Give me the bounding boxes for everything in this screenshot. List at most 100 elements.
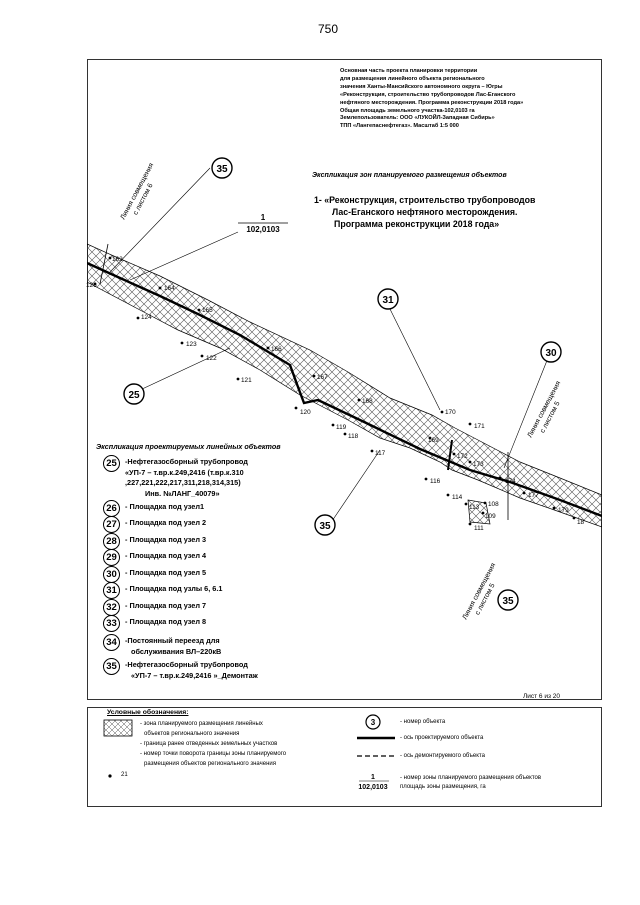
title-line: значения Ханты-Мансийского автономного о…	[340, 83, 503, 90]
object-description: - Площадка под узел 3	[125, 535, 207, 544]
point-label: 114	[452, 494, 463, 501]
object-text-line: -Постоянный переезд для	[125, 636, 220, 645]
object-text-line: «УП-7 – т.вр.к.249,2416 »_Демонтаж	[131, 670, 258, 680]
turn-point: 170	[440, 409, 456, 416]
object-text-line: -Нефтегазосборный трубопровод	[125, 660, 248, 669]
object-text-line: обслуживания ВЛ–220кВ	[131, 646, 222, 656]
point-label: 113	[469, 504, 480, 511]
object-text-line: Инв. №ЛАНГ_40079»	[145, 488, 220, 498]
pipeline-axis	[87, 261, 602, 518]
title-line: «Реконструкция, строительство трубопрово…	[340, 91, 516, 98]
leader-line	[503, 357, 549, 469]
legend-text-line: - зона планируемого размещения линейных	[140, 721, 263, 727]
legend-zone-number-text: - номер зоны планируемого размещения объ…	[400, 774, 541, 792]
page-number: 750	[318, 22, 339, 36]
turn-point: 117	[370, 449, 386, 457]
turn-point: 166	[266, 346, 282, 353]
object-description: - Площадка под узел1	[125, 502, 205, 511]
point-label: 118	[348, 433, 359, 440]
legend-axis-designed-text: - ось проектируемого объекта	[400, 735, 484, 741]
turn-point: 165	[197, 307, 213, 314]
object-description: -Нефтегазосборный трубопровод «УП-7 – т.…	[125, 457, 248, 499]
turn-point: 109	[481, 511, 496, 520]
object-description: -Постоянный переезд для обслуживания ВЛ–…	[125, 636, 221, 657]
object-description: - Площадка под узел 4	[125, 551, 207, 560]
legend-text-line: - граница ранее отведенных земельных уча…	[140, 741, 278, 747]
turn-point: 116	[424, 477, 441, 485]
project-line: Лас-Еганского нефтяного месторождения.	[332, 207, 518, 217]
point-label: 172	[457, 453, 468, 460]
combine-label-bottom: Линия совмещения с листом 5	[462, 562, 498, 621]
turn-point: 179	[552, 506, 569, 514]
legend-text-line: - номер зоны планируемого размещения объ…	[400, 775, 542, 781]
object-marker: 35	[211, 157, 233, 179]
object-text-line: ,227,221,222,217,311,218,314,315)	[125, 478, 241, 487]
site-polygon	[467, 499, 491, 525]
point-label: 177	[528, 492, 539, 499]
legend-zone-text: - зона планируемого размещения линейных …	[140, 719, 286, 769]
turn-point: 162	[108, 256, 123, 263]
turn-point: 167	[312, 374, 328, 381]
combine-line	[99, 243, 109, 285]
object-number-circle: 27	[103, 516, 120, 533]
legend-title: Условные обозначения:	[107, 709, 189, 716]
object-marker: 31	[377, 288, 399, 310]
legend-axis-demolish-text: - ось демонтируемого объекта	[400, 753, 485, 759]
point-label: 18	[577, 519, 585, 526]
title-line: Основная часть проекта планировки террит…	[340, 68, 478, 74]
turn-point: 164	[158, 285, 175, 292]
leader-line	[109, 167, 211, 273]
point-label: 109	[485, 513, 496, 520]
point-label: 169	[428, 437, 439, 444]
object-marker-number: 35	[502, 596, 514, 607]
turn-point: 114	[446, 493, 463, 501]
object-marker-number: 35	[319, 521, 331, 532]
object-number-circle: 29	[103, 549, 120, 566]
point-label: 164	[164, 285, 175, 292]
zones-explication-title: Экспликация зон планируемого размещения …	[312, 172, 507, 179]
object-description: - Площадка под узел 2	[125, 518, 207, 527]
object-number-circle: 35	[103, 658, 120, 675]
zone-swatch	[103, 719, 133, 737]
object-marker-number: 31	[382, 295, 394, 306]
point-label: 119	[336, 424, 347, 431]
object-marker-number: 25	[128, 390, 140, 401]
turn-point: 118	[343, 432, 359, 440]
object-marker: 35	[314, 514, 336, 536]
zone-sample-number: 1	[371, 774, 375, 781]
object-text-line: «УП-7 – т.вр.к.249,2416 (т.вр.к.310	[125, 467, 244, 477]
point-label: 120	[300, 409, 311, 416]
legend-text-line: - номер точки поворота границы зоны план…	[140, 751, 287, 757]
object-marker: 25	[123, 383, 145, 405]
zone-area: 102,0103	[246, 225, 280, 234]
point-label: 168	[362, 398, 373, 405]
legend-symbols-left	[103, 719, 133, 778]
point-label: 122	[206, 355, 217, 362]
leader-line	[139, 347, 231, 391]
point-label: 173	[473, 461, 484, 468]
object-number-circle: 32	[103, 599, 120, 616]
object-number-swatch	[365, 714, 381, 730]
title-line: Общая площадь земельного участка-102,010…	[340, 107, 475, 114]
object-number-circle: 25	[103, 455, 120, 472]
point-label: 121	[241, 377, 252, 384]
turn-point: 120	[294, 406, 311, 416]
point-label: 165	[202, 307, 213, 314]
zone-sample-area: 102,0103	[358, 784, 387, 791]
turn-point: 121	[236, 377, 252, 384]
sheet-number: Лист 6 из 20	[523, 693, 560, 700]
title-line: ТПП «Лангепаснефтегаз». Масштаб 1:5 000	[340, 123, 459, 130]
turn-point: 126	[86, 282, 97, 289]
object-sample-number: 3	[371, 718, 376, 727]
turn-point: 119	[331, 423, 347, 431]
object-number-circle: 33	[103, 615, 120, 632]
map-sheet-frame	[87, 59, 602, 700]
object-marker-number: 35	[216, 164, 228, 175]
turn-point: 174	[498, 476, 516, 485]
point-label: 162	[112, 256, 123, 263]
object-marker-number: 30	[545, 348, 557, 359]
turn-point: 168	[357, 398, 373, 405]
turn-point: 108	[483, 501, 499, 508]
planned-zone-corridor	[87, 243, 602, 528]
